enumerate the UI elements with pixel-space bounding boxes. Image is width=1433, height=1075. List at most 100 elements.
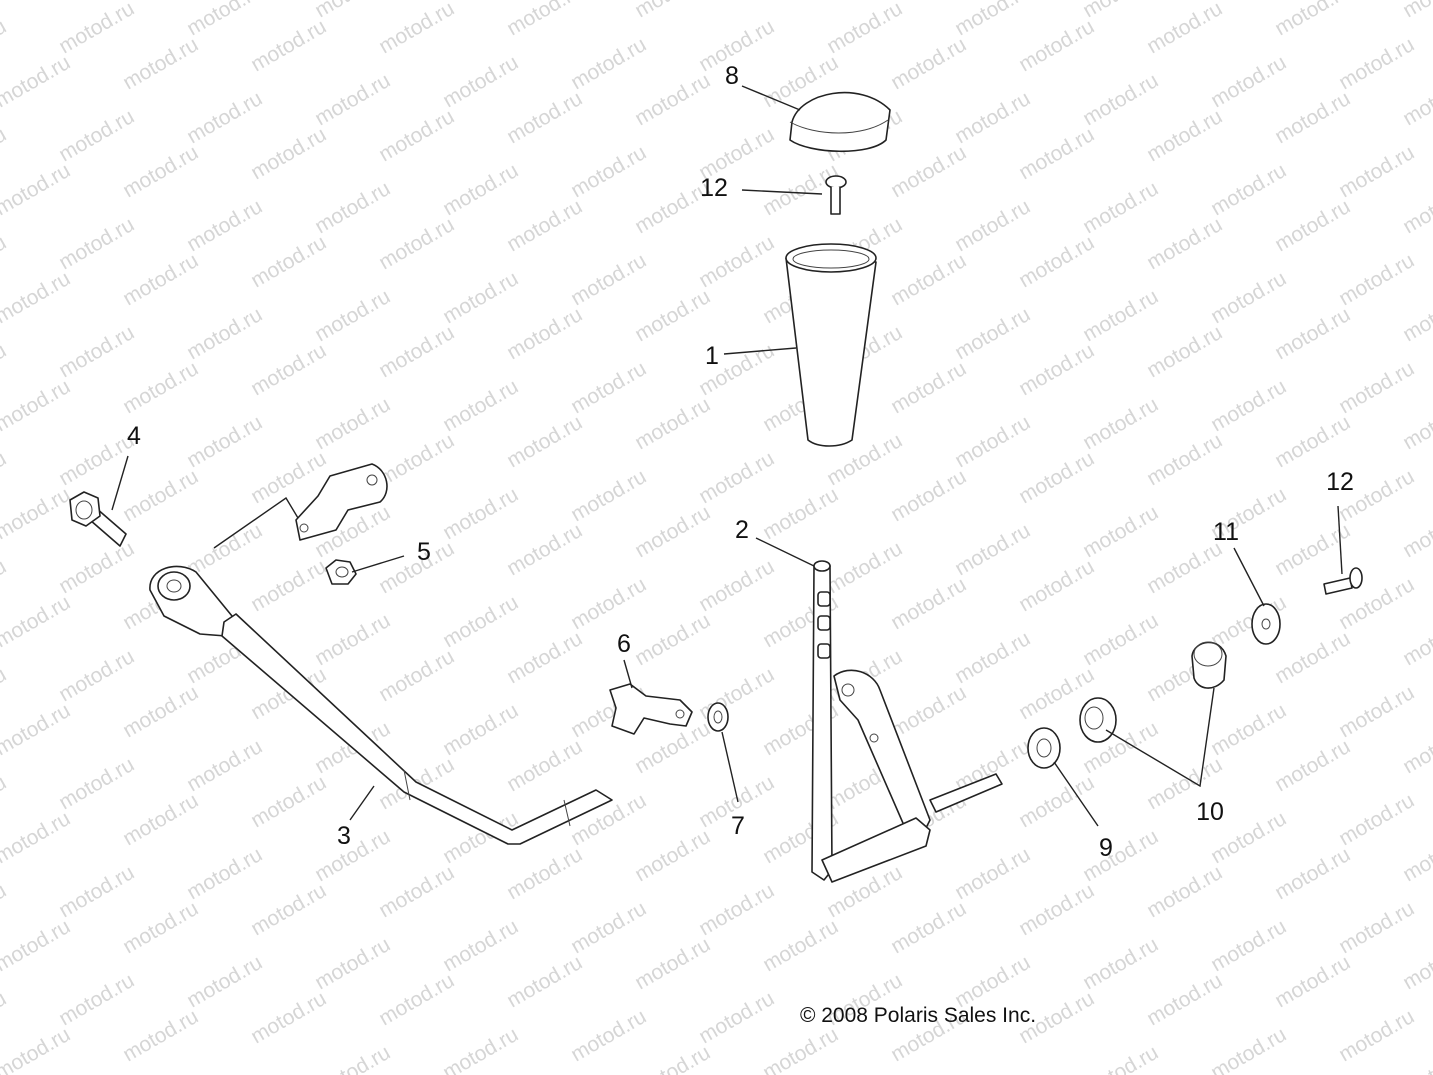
callouts: 8 12 1 4 2 5 6 7 3 9 10 11 12 [127, 62, 1354, 862]
callout-5: 5 [417, 538, 431, 566]
watermark-text: motod.ru [247, 987, 330, 1048]
watermark-text: motod.ru [951, 303, 1034, 364]
watermark-text: motod.ru [1335, 897, 1418, 958]
watermark-text: motod.ru [311, 825, 394, 886]
watermark-text: motod.ru [631, 393, 714, 454]
watermark-text: motod.ru [1015, 15, 1098, 76]
watermark-text: motod.ru [119, 1005, 202, 1066]
watermark-text: motod.ru [1143, 861, 1226, 922]
watermark-text: motod.ru [1207, 699, 1290, 760]
watermark-text: motod.ru [1399, 825, 1433, 886]
watermark-text: motod.ru [0, 483, 74, 544]
callout-3: 3 [337, 822, 351, 850]
watermark-text: motod.ru [567, 249, 650, 310]
part-10-bushing-b [1191, 641, 1227, 689]
watermark-text: motod.ru [55, 753, 138, 814]
callout-8: 8 [725, 62, 739, 90]
watermark-text: motod.ru [1143, 537, 1226, 598]
callout-11: 11 [1213, 518, 1239, 546]
watermark-text: motod.ru [0, 591, 74, 652]
part-6-clip [609, 683, 693, 735]
watermark-text: motod.ru [1399, 285, 1433, 346]
watermark-text: motod.ru [0, 987, 10, 1048]
watermark-text: motod.ru [1399, 1041, 1433, 1075]
watermark-text: motod.ru [1207, 51, 1290, 112]
watermark-text: motod.ru [247, 879, 330, 940]
watermark-text: motod.ru [247, 15, 330, 76]
watermark-text: motod.ru [1271, 195, 1354, 256]
watermark-text: motod.ru [311, 609, 394, 670]
watermark-text: motod.ru [695, 879, 778, 940]
watermark-text: motod.ru [1399, 501, 1433, 562]
callout-1: 1 [705, 342, 719, 370]
watermark-text: motod.ru [0, 0, 74, 4]
watermark-text: motod.ru [1335, 1005, 1418, 1066]
watermark-text: motod.ru [1335, 789, 1418, 850]
watermark-text: motod.ru [439, 699, 522, 760]
watermark-text: motod.ru [1079, 501, 1162, 562]
watermark-text: motod.ru [247, 771, 330, 832]
watermark-text: motod.ru [1271, 0, 1354, 40]
watermark-text: motod.ru [0, 1023, 74, 1075]
watermark-text: motod.ru [631, 717, 714, 778]
watermark-text: motod.ru [951, 411, 1034, 472]
watermark-text: motod.ru [1015, 879, 1098, 940]
watermark-text: motod.ru [631, 609, 714, 670]
watermark-text: motod.ru [119, 249, 202, 310]
watermark-text: motod.ru [119, 141, 202, 202]
part-12-screw-right [1323, 567, 1363, 595]
watermark-text: motod.ru [1079, 177, 1162, 238]
watermark-text: motod.ru [55, 213, 138, 274]
watermark-text: motod.ru [887, 249, 970, 310]
watermark-text: motod.ru [759, 915, 842, 976]
watermark-text: motod.ru [1399, 717, 1433, 778]
watermark-text: motod.ru [631, 501, 714, 562]
part-5-nut [325, 559, 357, 585]
watermark-text: motod.ru [503, 411, 586, 472]
watermark-text: motod.ru [567, 141, 650, 202]
watermark-text: motod.ru [503, 0, 586, 40]
watermark-text: motod.ru [759, 159, 842, 220]
watermark-text: motod.ru [1399, 177, 1433, 238]
watermark-text: motod.ru [887, 33, 970, 94]
watermark-text: motod.ru [759, 0, 842, 4]
watermark-text: motod.ru [0, 375, 74, 436]
watermark-text: motod.ru [439, 375, 522, 436]
watermark-text: motod.ru [375, 969, 458, 1030]
watermark-text: motod.ru [1015, 447, 1098, 508]
watermark-text: motod.ru [311, 177, 394, 238]
callout-7: 7 [731, 812, 745, 840]
watermark-text: motod.ru [1399, 393, 1433, 454]
watermark-text: motod.ru [887, 465, 970, 526]
watermark-text: motod.ru [55, 969, 138, 1030]
watermark-text: motod.ru [439, 51, 522, 112]
watermark-text: motod.ru [695, 447, 778, 508]
watermark-text: motod.ru [1207, 375, 1290, 436]
watermark-text: motod.ru [887, 681, 970, 742]
watermark-text: motod.ru [1015, 231, 1098, 292]
watermark-text: motod.ru [1207, 915, 1290, 976]
watermark-text: motod.ru [503, 627, 586, 688]
watermark-text: motod.ru [1271, 303, 1354, 364]
watermark-text: motod.ru [1335, 249, 1418, 310]
watermark-text: motod.ru [375, 0, 458, 58]
watermark-text: motod.ru [1079, 1041, 1162, 1075]
watermark-text: motod.ru [951, 627, 1034, 688]
watermark-text: motod.ru [439, 915, 522, 976]
watermark-text: motod.ru [375, 861, 458, 922]
watermark-text: motod.ru [119, 897, 202, 958]
watermark-text: motod.ru [1143, 321, 1226, 382]
watermark-text: motod.ru [183, 0, 266, 40]
watermark-text: motod.ru [1399, 69, 1433, 130]
watermark-text: motod.ru [1335, 141, 1418, 202]
watermark-text: motod.ru [247, 231, 330, 292]
watermark-text: motod.ru [1015, 339, 1098, 400]
watermark-text: motod.ru [1207, 267, 1290, 328]
watermark-text: motod.ru [887, 357, 970, 418]
watermark-text: motod.ru [1399, 609, 1433, 670]
watermark-text: motod.ru [0, 447, 10, 508]
watermark-text: motod.ru [439, 159, 522, 220]
watermark-text: motod.ru [311, 1041, 394, 1075]
watermark-text: motod.ru [1207, 0, 1290, 4]
